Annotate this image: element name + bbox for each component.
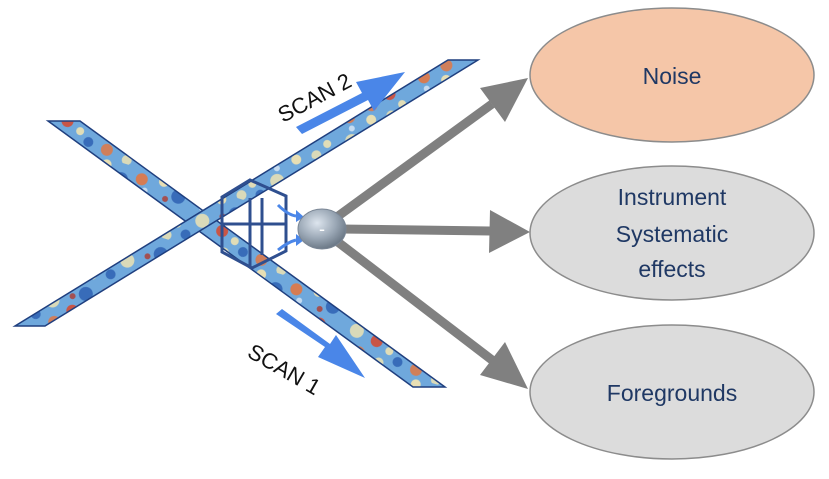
difference-node	[297, 208, 347, 250]
hexagon-arrow-head-bottom	[296, 234, 304, 246]
scan2-strip	[12, 59, 481, 327]
foregrounds-ellipse	[529, 324, 815, 460]
scan2-arrow	[296, 72, 405, 134]
difference-symbol: -	[319, 219, 325, 239]
systematics-ellipse	[529, 165, 815, 301]
systematics-label-line3: effects	[638, 256, 705, 282]
scan1-strip	[45, 120, 448, 388]
output-arrow-noise	[327, 78, 528, 226]
noise-label: Noise	[643, 63, 702, 89]
scan1-label: SCAN 1	[244, 339, 325, 400]
overlap-hexagon	[220, 178, 288, 270]
foregrounds-label: Foregrounds	[607, 380, 737, 406]
hexagon-to-node-arrows	[276, 203, 297, 252]
systematics-label-line2: Systematic	[616, 221, 728, 247]
hexagon-arrow-head-top	[296, 210, 304, 222]
scan1-arrow	[276, 309, 365, 378]
systematics-label-line1: Instrument	[618, 184, 727, 210]
output-arrow-systematics	[339, 210, 530, 253]
noise-ellipse	[529, 7, 815, 143]
output-arrow-foregrounds	[327, 232, 528, 389]
